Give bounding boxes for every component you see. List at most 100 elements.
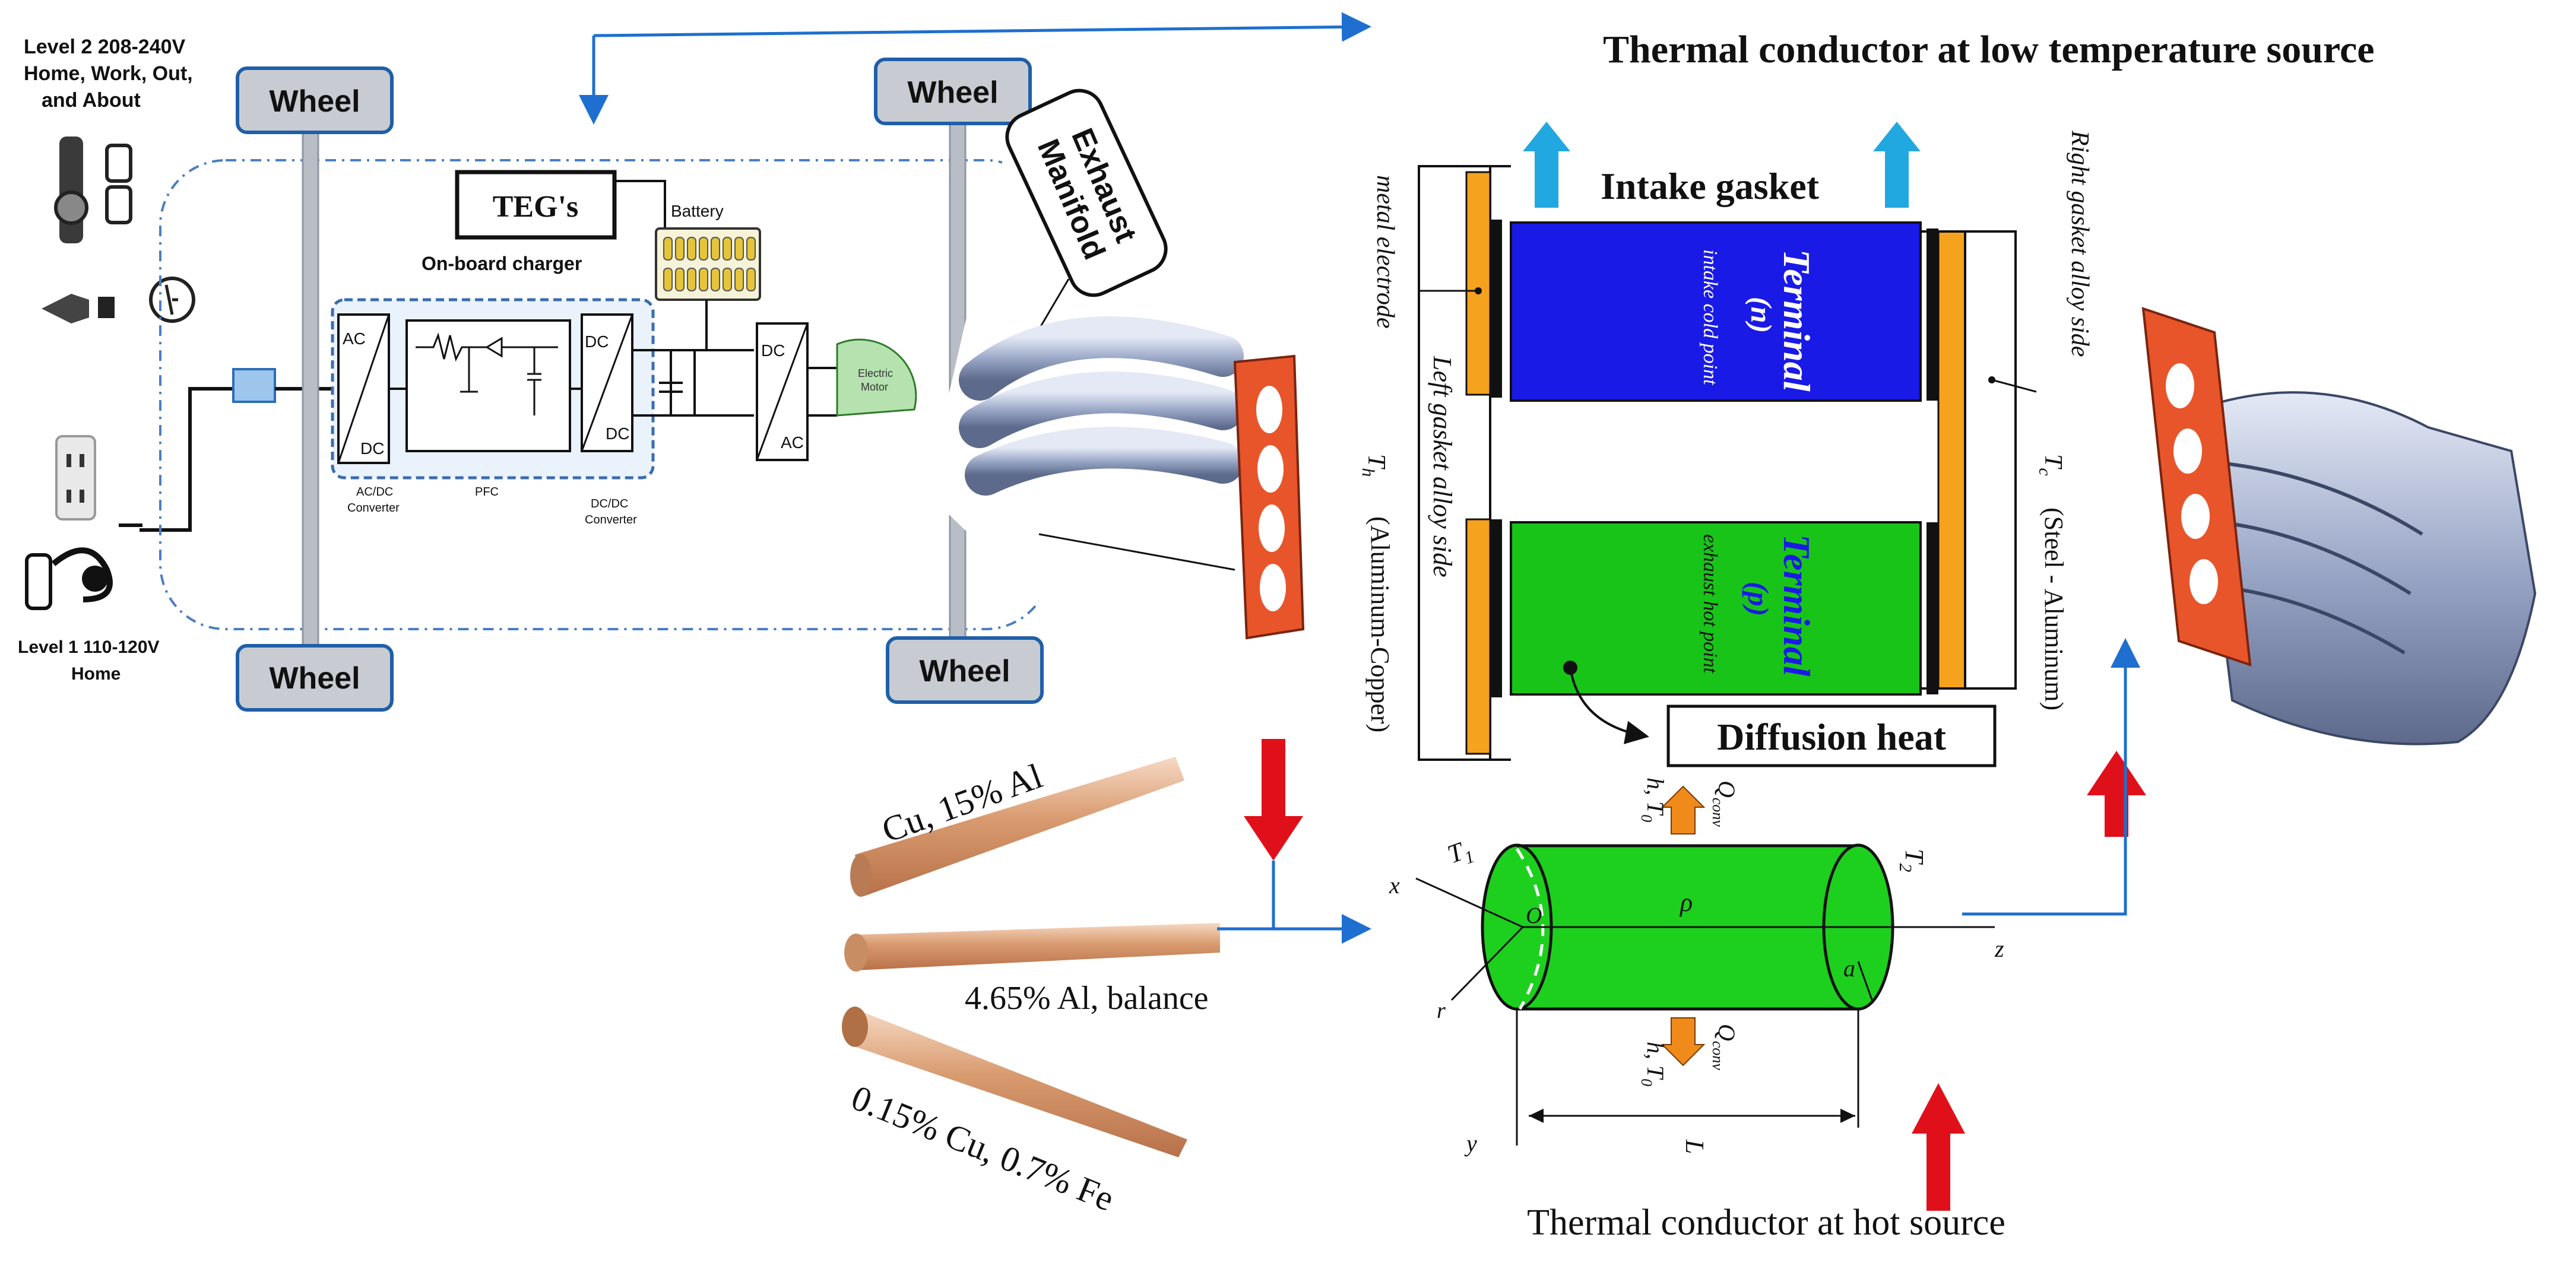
- pfc-box: [405, 319, 571, 452]
- wheel-label: Wheel: [269, 661, 360, 696]
- r-label: r: [1437, 998, 1446, 1023]
- left-gasket-bottom: [1465, 518, 1491, 755]
- svg-text:Qconv: Qconv: [1709, 1024, 1740, 1070]
- exhaust-manifold-left: Exhaust Manifold: [926, 88, 1305, 641]
- p-terminal-block: [1510, 521, 1922, 696]
- red-arrow-up-bottom: [1912, 1083, 1965, 1211]
- wall-charger-icon: [54, 137, 132, 243]
- svg-text:T2: T2: [1896, 849, 1929, 872]
- intake-gasket-label: Intake gasket: [1601, 165, 1820, 207]
- flow-arrow-to-manifold: [1962, 638, 2140, 916]
- exhaust-label-box: [1005, 88, 1168, 297]
- a-label: a: [1843, 955, 1855, 982]
- wheel-top-right: Wheel: [874, 58, 1032, 125]
- cylinder-diagram: z x r y O ρ a T1 T2 Qconv h, T0 Qconv h,…: [1389, 778, 2005, 1243]
- x-axis-label: x: [1389, 872, 1400, 899]
- svg-text:Tc: Tc: [2035, 454, 2067, 476]
- rod-top: [855, 757, 1184, 896]
- right-gasket-label: Right gasket alloy side: [2066, 130, 2093, 357]
- diffusion-heat-label: Diffusion heat: [1717, 716, 1947, 758]
- teg-module-title: Thermal conductor at low temperature sou…: [1603, 28, 2375, 71]
- teg-label: TEG's: [493, 190, 579, 224]
- onboard-charger-label: On-board charger: [422, 253, 582, 274]
- svg-text:intake cold point: intake cold point: [1699, 249, 1721, 386]
- teg-box: [455, 170, 617, 240]
- right-gasket: [1937, 230, 1966, 690]
- charge-cable-line: [140, 387, 237, 532]
- svg-text:(n): (n): [1745, 297, 1778, 333]
- length-label: L: [1680, 1139, 1709, 1154]
- svg-text:(p): (p): [1742, 582, 1775, 616]
- level1-label: Level 1 110-120V Home: [18, 637, 164, 684]
- pfc-circuit: [416, 332, 558, 415]
- svg-text:h, T0: h, T0: [1638, 778, 1669, 822]
- wheel-top-left: Wheel: [236, 66, 394, 134]
- svg-text:h, T0: h, T0: [1638, 1042, 1669, 1086]
- right-gasket-material-label: (Steel - Aluminum): [2039, 507, 2068, 710]
- battery-label: Battery: [671, 202, 724, 220]
- t1-label: T1: [1444, 834, 1477, 873]
- exhaust-manifold-right: [2141, 307, 2537, 745]
- acdc-top-label: AC: [343, 329, 366, 348]
- n-terminal-block: [1510, 221, 1922, 402]
- wheel-label: Wheel: [919, 654, 1010, 688]
- q-conv-top-label: Qconv: [1709, 780, 1740, 827]
- rod-middle: [855, 923, 1220, 970]
- svg-text:T1: T1: [1444, 834, 1477, 873]
- battery-icon: [655, 227, 761, 301]
- svg-text:Terminal: Terminal: [1776, 249, 1818, 392]
- wheel-label: Wheel: [907, 75, 998, 110]
- h-bottom-label: h, T0: [1638, 1042, 1669, 1086]
- vehicle-diagram: Wheel Wheel Wheel Wheel TEG's On-board c…: [159, 58, 1052, 712]
- intake-arrow-right: [1873, 122, 1921, 208]
- metal-electrode-label: metal electrode: [1371, 175, 1399, 329]
- alloy-rods: Cu, 15% Al 4.65% Al, balance 0.15% Cu, 0…: [842, 756, 1220, 1218]
- level2-label: Level 2 208-240V Home, Work, Out, and Ab…: [24, 36, 198, 112]
- y-axis-label: y: [1464, 1130, 1477, 1157]
- left-gasket-label: Left gasket alloy side: [1428, 356, 1457, 577]
- rod-bottom: [849, 1009, 1187, 1157]
- teg-module: Thermal conductor at low temperature sou…: [1358, 28, 2375, 767]
- red-arrow-down: [1244, 739, 1303, 861]
- manifold-flange-icon: [1233, 354, 1305, 640]
- dcdc-converter-label: DC/DC Converter: [585, 497, 637, 526]
- acdc-converter-label: AC/DC Converter: [347, 485, 400, 515]
- right-electrode-frame: [1964, 230, 2017, 690]
- dc-bus-lines: [632, 349, 754, 417]
- n-terminal-label: (n) Terminal intake cold point: [1699, 249, 1818, 392]
- motor-label: Electric Motor: [858, 367, 896, 393]
- teg-to-battery-line: [614, 180, 666, 234]
- diffusion-arrow: [1569, 667, 1649, 744]
- cylinder-caption: Thermal conductor at hot source: [1527, 1202, 2005, 1243]
- svg-text:exhaust hot point: exhaust hot point: [1699, 534, 1721, 674]
- dcdc-top-label: DC: [585, 332, 609, 351]
- plug-icon: [42, 277, 195, 323]
- pfc-label: PFC: [475, 485, 499, 499]
- svg-text:Terminal: Terminal: [1776, 534, 1818, 677]
- alloy-label-mid: 4.65% Al, balance: [965, 980, 1209, 1017]
- front-axle: [302, 106, 319, 654]
- x-axis: [1415, 877, 1523, 928]
- wall-outlet-icon: [55, 435, 96, 521]
- tc-label: Tc: [2035, 454, 2067, 476]
- p-terminal-label: (p) Terminal exhaust hot point: [1699, 534, 1818, 677]
- dcdc-bottom-label: DC: [606, 424, 629, 443]
- flow-line-rod: [1217, 861, 1275, 931]
- h-top-label: h, T0: [1638, 778, 1669, 822]
- svg-text:Qconv: Qconv: [1709, 780, 1740, 827]
- th-label: Th: [1358, 454, 1390, 477]
- electric-motor-icon: [836, 338, 917, 417]
- diffusion-heat-box: [1666, 705, 1997, 767]
- r-axis: [1450, 926, 1524, 1001]
- flow-arrow-top: [593, 12, 1371, 42]
- red-arrow-up-right: [2087, 751, 2146, 837]
- dcac-bottom-label: AC: [781, 433, 804, 452]
- q-conv-bottom-arrow: [1661, 1017, 1706, 1067]
- rho-label: ρ: [1679, 888, 1693, 917]
- wheel-bottom-left: Wheel: [236, 644, 394, 712]
- manifold-pipes-icon: [959, 316, 1244, 496]
- wheel-bottom-right: Wheel: [886, 636, 1044, 704]
- left-gasket-top: [1465, 171, 1491, 396]
- intake-arrow-left: [1523, 122, 1570, 208]
